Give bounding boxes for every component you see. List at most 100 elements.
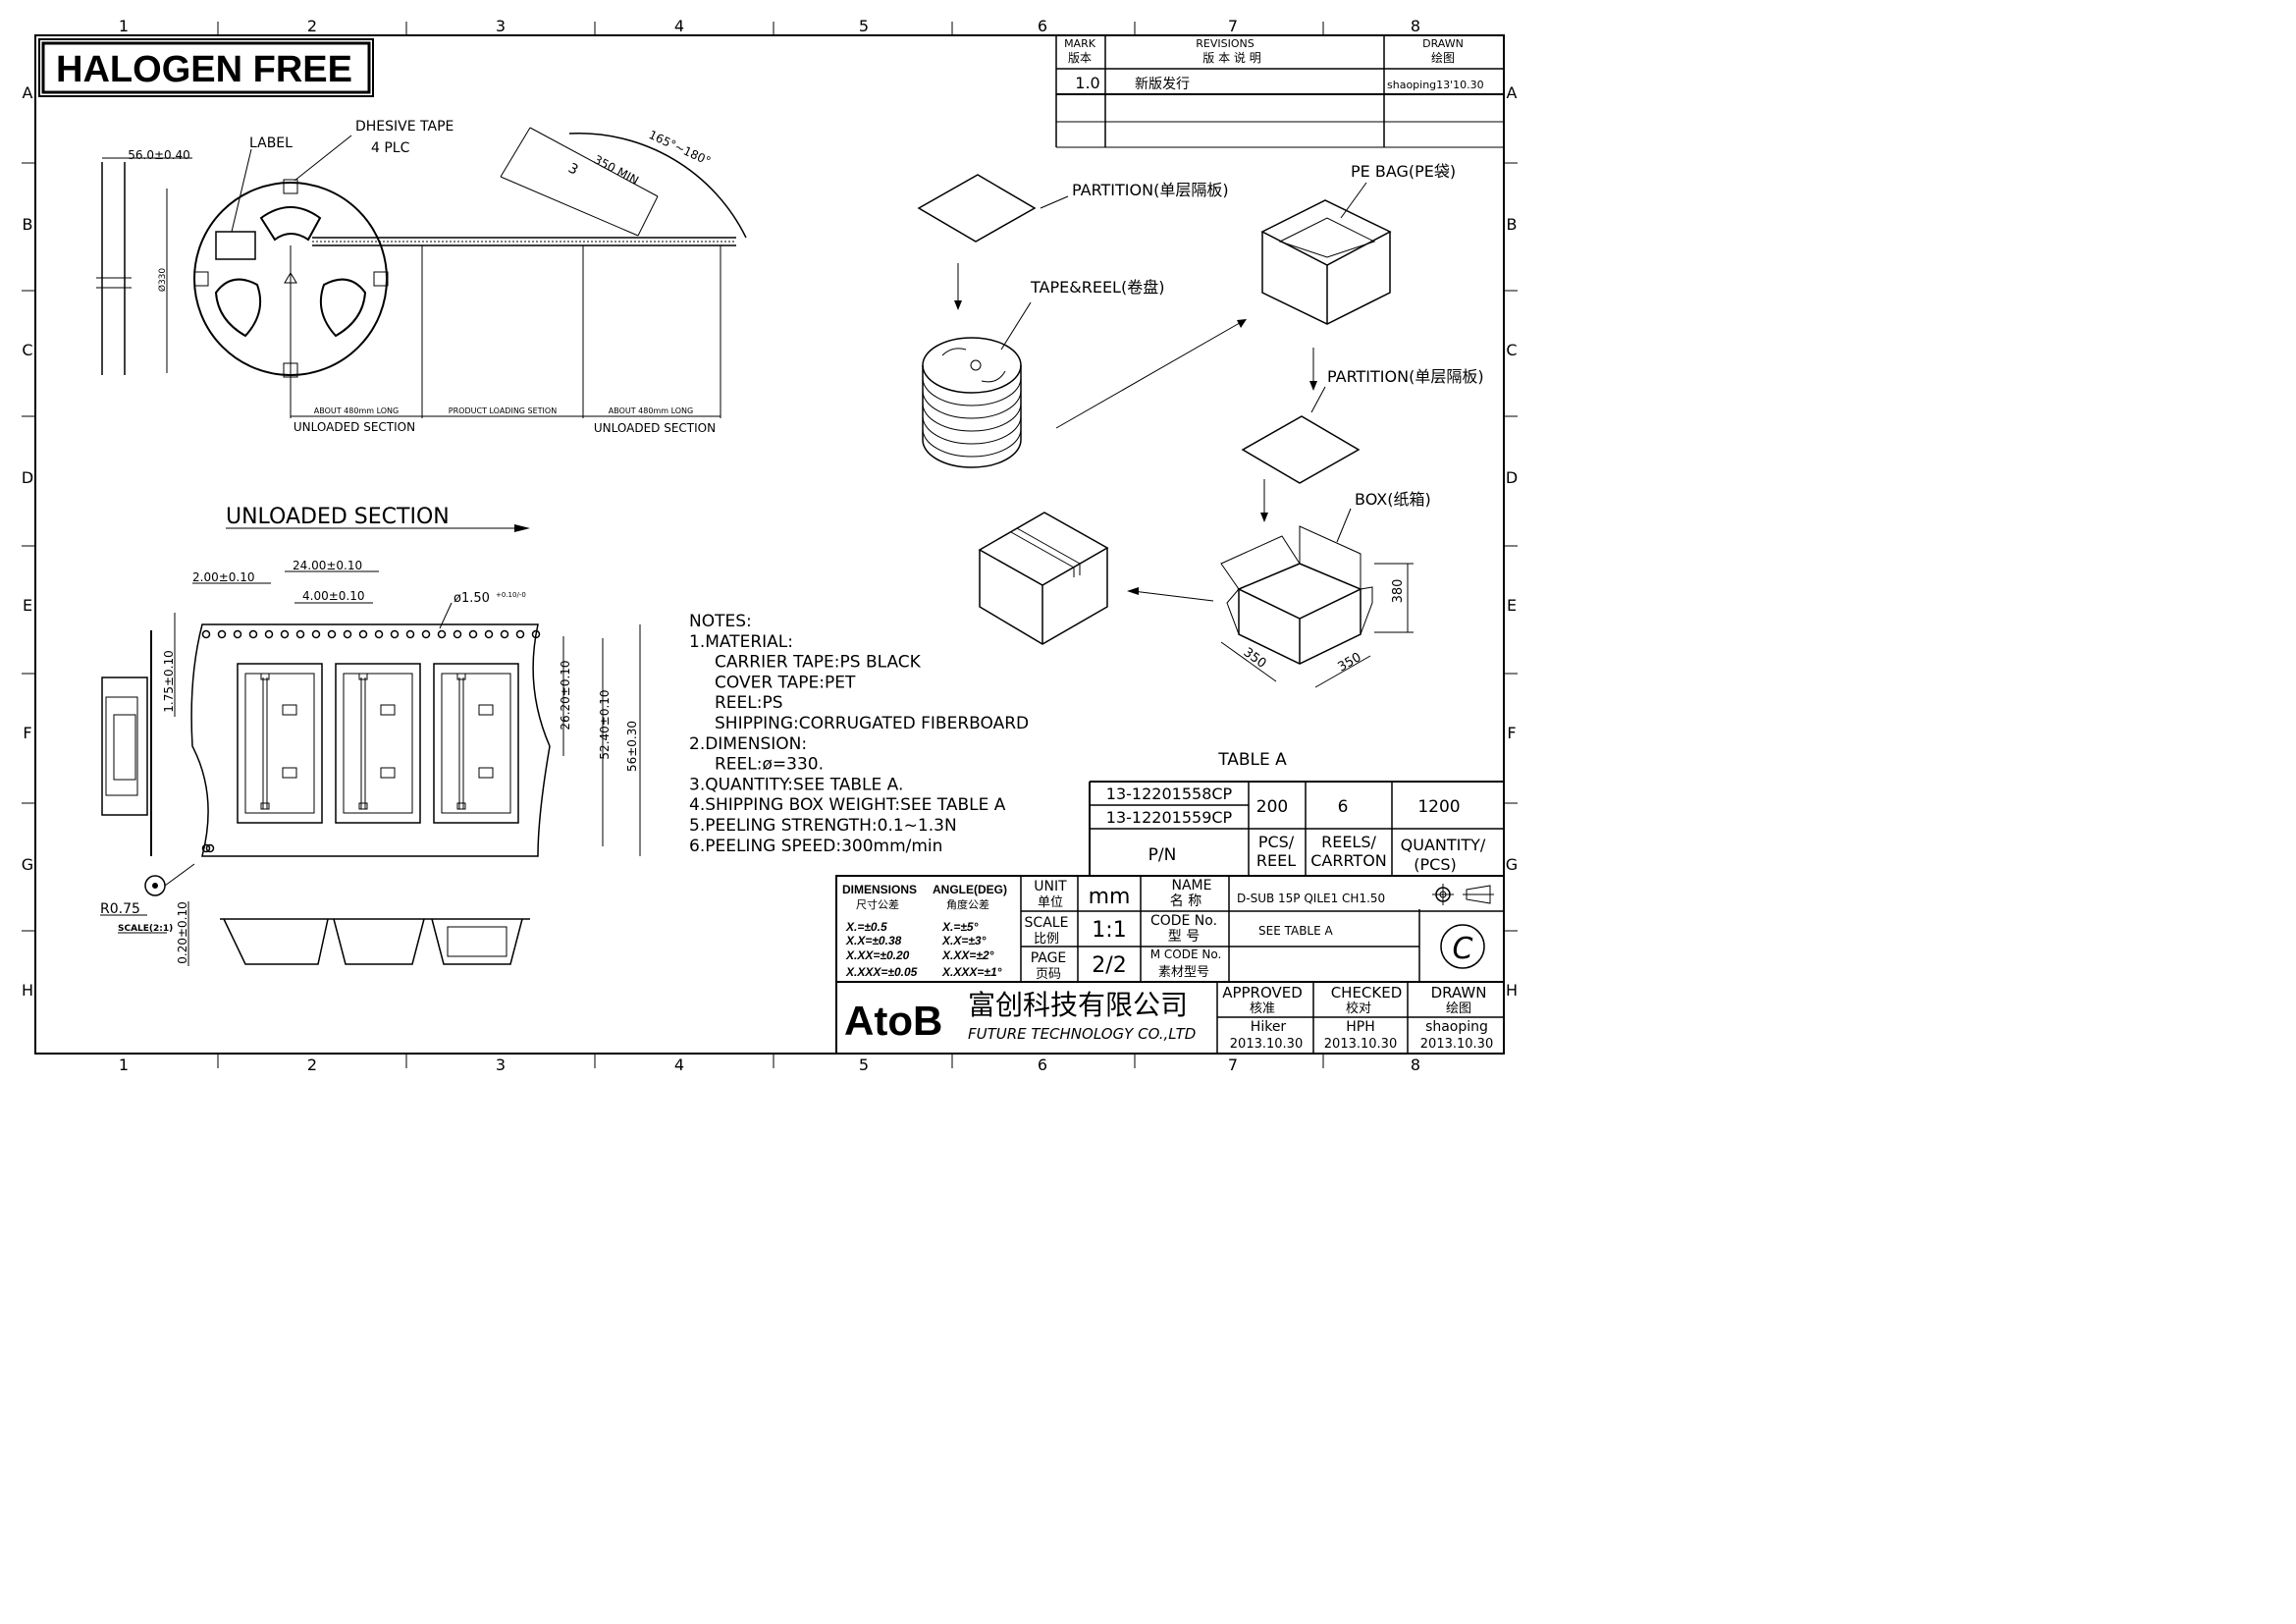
revision-table: MARK 版本 REVISIONS 版 本 说 明 DRAWN 绘图 1.0 新…: [1055, 35, 1504, 148]
tb-unit-cn: 单位: [1038, 895, 1063, 910]
pocket-inner: [244, 673, 315, 814]
sprocket-hole: [311, 629, 321, 639]
reel-unloaded-1: UNLOADED SECTION: [294, 420, 415, 434]
sprocket-hole: [327, 629, 337, 639]
sprocket-hole: [217, 629, 227, 639]
row-label-right: H: [1506, 981, 1518, 1000]
row-label-right: D: [1506, 468, 1518, 487]
column-label-top: 7: [1228, 17, 1238, 35]
table-a-qty-header-2: (PCS): [1414, 855, 1456, 874]
note-line: NOTES:: [689, 612, 752, 631]
row-label-right: B: [1507, 215, 1518, 234]
column-label-bottom: 1: [119, 1056, 129, 1074]
note-line: 6.PEELING SPEED:300mm/min: [689, 837, 942, 856]
tb-drawn-label: DRAWN: [1431, 984, 1487, 1001]
tb-drawn-cn: 绘图: [1446, 1001, 1471, 1016]
partition-2-label: PARTITION(单层隔板): [1327, 367, 1484, 386]
rev-letter-circle: [1440, 924, 1485, 969]
reel-segment-2: PRODUCT LOADING SETION: [449, 406, 557, 415]
reel-unloaded-2: UNLOADED SECTION: [594, 421, 716, 435]
row-label-right: E: [1507, 596, 1517, 615]
company-logo: AtoB: [844, 998, 942, 1044]
row-label-right: A: [1507, 83, 1518, 102]
tb-name-cn: 名 称: [1170, 893, 1201, 909]
sprocket-hole: [201, 629, 211, 639]
column-label-top: 4: [674, 17, 684, 35]
reel-diameter-dim: Ø330: [157, 268, 168, 293]
tb-name: D-SUB 15P QILE1 CH1.50: [1237, 892, 1385, 905]
label-callout: LABEL: [249, 135, 293, 151]
rev-row-mark: 1.0: [1075, 74, 1099, 92]
sprocket-hole: [437, 629, 447, 639]
tb-atol-2: X.XX=±2°: [941, 948, 994, 962]
row-label-left: E: [23, 596, 32, 615]
rev-row-drawn: shaoping13'10.30: [1387, 79, 1484, 91]
partition-sheet-2: [1241, 415, 1361, 484]
rev-revisions-header-cn: 版 本 说 明: [1202, 50, 1260, 65]
column-label-bottom: 8: [1411, 1056, 1420, 1074]
tb-page: 2/2: [1092, 953, 1126, 978]
sprocket-hole: [515, 629, 525, 639]
tb-angle-label: ANGLE(DEG): [933, 883, 1007, 896]
dim-4-00: 4.00±0.10: [302, 589, 365, 603]
box-label: BOX(纸箱): [1355, 490, 1431, 509]
note-line: 2.DIMENSION:: [689, 734, 807, 754]
reel-label-box: [215, 231, 256, 260]
tb-unit-label: UNIT: [1034, 879, 1067, 894]
tb-atol-3: X.XXX=±1°: [941, 965, 1002, 979]
open-box: [1220, 525, 1373, 665]
sprocket-hole: [358, 629, 368, 639]
sprocket-hole: [484, 629, 494, 639]
column-label-bottom: 2: [307, 1056, 317, 1074]
rev-drawn-header-cn: 绘图: [1431, 50, 1455, 65]
table-a-reels-header-1: REELS/: [1321, 833, 1376, 851]
rev-mark-header: MARK: [1064, 37, 1096, 50]
reel-min-length: 350 MIN: [592, 152, 641, 188]
connector-side-view: [101, 630, 152, 856]
note-line: COVER TAPE:PET: [715, 673, 856, 692]
column-label-bottom: 4: [674, 1056, 684, 1074]
tb-drawer: shaoping: [1425, 1019, 1488, 1035]
sprocket-hole: [248, 629, 258, 639]
tape-profile-section: [220, 918, 530, 965]
sprocket-hole: [390, 629, 400, 639]
sprocket-hole: [233, 629, 242, 639]
note-line: 4.SHIPPING BOX WEIGHT:SEE TABLE A: [689, 795, 1006, 815]
dim-1-75: 1.75±0.10: [162, 650, 176, 713]
tb-dim-label: DIMENSIONS: [842, 883, 917, 896]
reel-segment-3: ABOUT 480mm LONG: [609, 406, 693, 415]
sprocket-hole: [405, 629, 415, 639]
tb-checked-date: 2013.10.30: [1324, 1037, 1397, 1052]
tb-page-label: PAGE: [1031, 950, 1067, 966]
tb-page-cn: 页码: [1036, 967, 1061, 982]
reel-arc-number: 3: [565, 160, 580, 178]
partition-1-label: PARTITION(单层隔板): [1072, 181, 1229, 199]
packing-sequence: PARTITION(单层隔板) TAPE&REEL(卷盘): [917, 162, 1484, 688]
reel-width-dim: 56.0±0.40: [128, 148, 190, 162]
row-label-left: G: [22, 855, 33, 874]
column-label-bottom: 6: [1038, 1056, 1047, 1074]
pocket-outer: [237, 663, 323, 824]
unloaded-title: UNLOADED SECTION: [226, 505, 450, 529]
tb-angle-cn: 角度公差: [946, 897, 989, 911]
note-line: REEL:ø=330.: [715, 755, 824, 775]
tb-code: SEE TABLE A: [1258, 924, 1334, 938]
banner-text: HALOGEN FREE: [56, 49, 352, 90]
table-a-qty: 1200: [1417, 797, 1460, 817]
note-line: 5.PEELING STRENGTH:0.1~1.3N: [689, 816, 957, 836]
row-label-left: B: [23, 215, 33, 234]
tb-mcode-cn: 素材型号: [1158, 965, 1209, 980]
tb-checker: HPH: [1346, 1019, 1375, 1035]
sprocket-hole: [421, 629, 431, 639]
tape-detail: UNLOADED SECTION 2.00±0.10 24.00±0.10 4.…: [100, 505, 641, 966]
rev-row-desc: 新版发行: [1135, 77, 1190, 92]
sprocket-holes-top: [201, 629, 541, 639]
radius-callout: R0.75: [100, 901, 140, 917]
table-a-reels-header-2: CARRTON: [1310, 851, 1387, 870]
tb-code-label: CODE No.: [1150, 913, 1217, 929]
row-label-right: G: [1506, 855, 1518, 874]
projection-symbol-icon: [1432, 884, 1494, 905]
tb-approved-date: 2013.10.30: [1230, 1037, 1303, 1052]
row-label-left: H: [22, 981, 33, 1000]
